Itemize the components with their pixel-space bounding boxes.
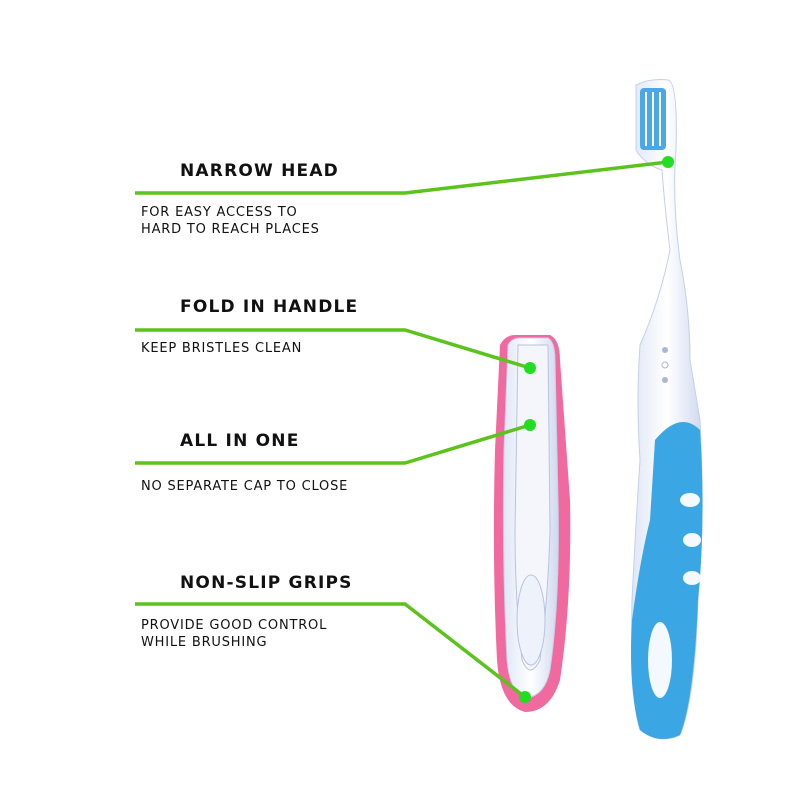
callout-lines	[135, 160, 669, 699]
desc-line: KEEP BRISTLES CLEAN	[141, 341, 303, 356]
feature-desc-non-slip-grips: PROVIDE GOOD CONTROL WHILE BRUSHING	[141, 617, 327, 651]
feature-desc-narrow-head: FOR EASY ACCESS TO HARD TO REACH PLACES	[141, 204, 320, 238]
feature-title-fold-in-handle: FOLD IN HANDLE	[180, 297, 359, 317]
feature-title-all-in-one: ALL IN ONE	[180, 431, 300, 451]
desc-line: NO SEPARATE CAP TO CLOSE	[141, 479, 349, 494]
open-toothbrush	[631, 79, 703, 740]
folded-toothbrush	[493, 335, 571, 712]
feature-title-non-slip-grips: NON-SLIP GRIPS	[180, 573, 353, 593]
desc-line: HARD TO REACH PLACES	[141, 222, 320, 237]
callout-dots	[519, 156, 674, 703]
desc-line: FOR EASY ACCESS TO	[141, 205, 298, 220]
feature-title-narrow-head: NARROW HEAD	[180, 161, 339, 181]
desc-line: PROVIDE GOOD CONTROL	[141, 618, 328, 633]
desc-line: WHILE BRUSHING	[141, 635, 268, 650]
feature-desc-fold-in-handle: KEEP BRISTLES CLEAN	[141, 340, 302, 357]
feature-desc-all-in-one: NO SEPARATE CAP TO CLOSE	[141, 478, 348, 495]
